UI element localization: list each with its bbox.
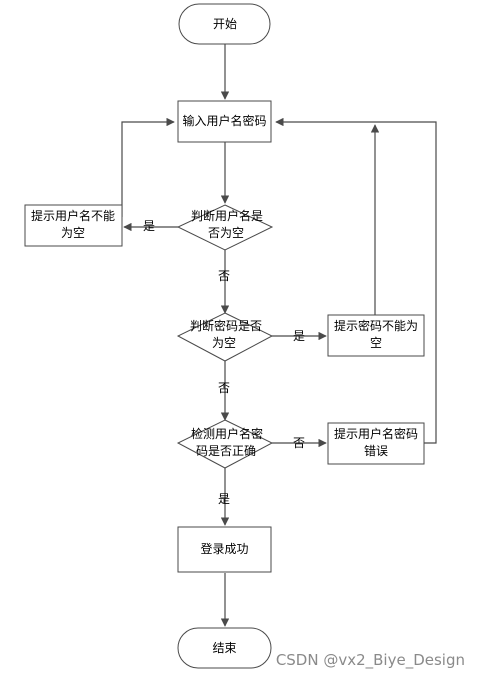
- no-label-credentials: 否: [293, 436, 305, 450]
- watermark: CSDN @vx2_Biye_Design: [276, 651, 465, 670]
- hint-password-empty-node: 提示密码不能为 空: [327, 314, 425, 357]
- check-credentials-line1: 检测用户名密: [191, 426, 263, 441]
- yes-label-username-empty: 是: [143, 219, 155, 233]
- hint-password-empty-line1: 提示密码不能为: [334, 318, 418, 333]
- connectors: [121, 44, 437, 627]
- hint-username-empty-line1: 提示用户名不能: [31, 208, 115, 223]
- arrow-hint-username-back-to-input: [121, 117, 175, 217]
- check-username-empty-line2: 否为空: [208, 226, 244, 240]
- end-label: 结束: [212, 641, 236, 655]
- hint-credentials-wrong-line1: 提示用户名密码: [334, 426, 418, 441]
- login-success-label: 登录成功: [200, 541, 248, 556]
- check-password-empty-node: 判断密码是否 为空: [176, 312, 274, 362]
- start-label: 开始: [213, 17, 237, 31]
- login-success-node: 登录成功: [177, 526, 272, 573]
- input-label: 输入用户名密码: [182, 113, 266, 128]
- no-label-password-empty: 否: [218, 381, 230, 395]
- hint-credentials-wrong-line2: 错误: [364, 444, 388, 458]
- check-credentials-node: 检测用户名密 码是否正确: [176, 419, 274, 469]
- yes-label-password-empty: 是: [293, 329, 305, 343]
- input-node: 输入用户名密码: [177, 100, 272, 143]
- check-credentials-line2: 码是否正确: [196, 444, 256, 458]
- check-password-empty-line2: 为空: [212, 336, 236, 350]
- check-password-empty-line1: 判断密码是否: [190, 318, 262, 333]
- end-node: 结束: [177, 627, 272, 669]
- hint-username-empty-line2: 为空: [61, 226, 85, 240]
- yes-label-credentials: 是: [218, 492, 230, 506]
- check-username-empty-line1: 判断用户名是: [191, 208, 263, 223]
- no-label-username-empty: 否: [218, 269, 230, 283]
- arrow-hint-credentials-back-to-input: [275, 117, 437, 444]
- start-node: 开始: [178, 3, 271, 45]
- check-username-empty-node: 判断用户名是 否为空: [176, 204, 274, 251]
- hint-username-empty-node: 提示用户名不能 为空: [24, 204, 123, 247]
- hint-password-empty-line2: 空: [370, 336, 382, 350]
- hint-credentials-wrong-node: 提示用户名密码 错误: [327, 422, 425, 465]
